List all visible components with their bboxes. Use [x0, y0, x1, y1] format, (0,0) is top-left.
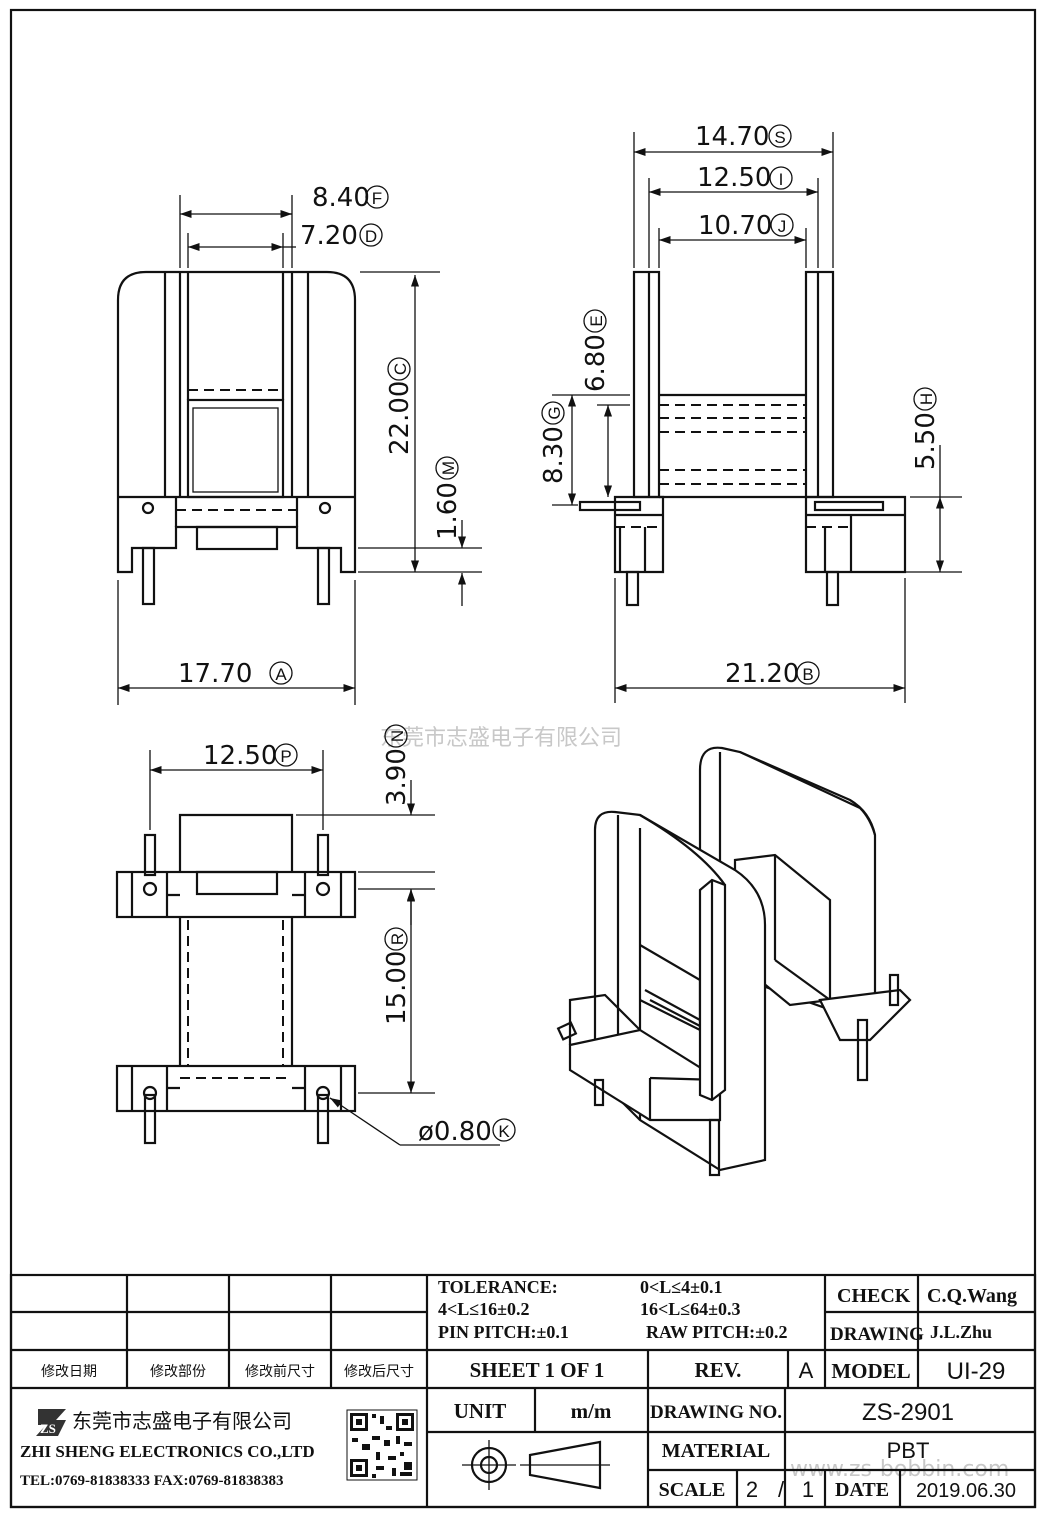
- dim-r-badge: [384, 927, 408, 951]
- company-name-en: ZHI SHENG ELECTRONICS CO.,LTD: [20, 1442, 315, 1461]
- rev-col-after: 修改后尺寸: [344, 1363, 414, 1379]
- company-logo-mark: ZS: [40, 1421, 56, 1436]
- dim-p-value: 12.50: [203, 741, 277, 771]
- dim-h-badge: [913, 387, 937, 411]
- dim-c-value: 22.00: [385, 381, 415, 455]
- rev-value: A: [799, 1358, 814, 1383]
- dim-c-tag: C: [391, 363, 410, 375]
- drawing-no-value: ZS-2901: [862, 1399, 954, 1426]
- dim-i-tag: I: [779, 170, 784, 189]
- front-view: [116, 195, 482, 705]
- tolerance-range-1: 0<L≤4±0.1: [640, 1277, 723, 1297]
- date-value: 2019.06.30: [916, 1480, 1016, 1502]
- dim-p-tag: P: [280, 747, 291, 766]
- dim-n-value: 3.90: [382, 748, 412, 806]
- tolerance-range-3: 16<L≤64±0.3: [640, 1299, 741, 1319]
- dim-b-badge: [796, 661, 820, 685]
- dim-j-tag: J: [778, 217, 787, 236]
- qr-code-icon: [346, 1409, 418, 1481]
- side-view: [552, 132, 962, 703]
- dim-m-value: 1.60: [433, 482, 463, 540]
- dim-i-value: 12.50: [697, 163, 771, 193]
- dim-b-tag: B: [802, 665, 813, 684]
- dim-f-badge: [365, 185, 389, 209]
- unit-label: UNIT: [454, 1399, 507, 1423]
- model-label: MODEL: [831, 1359, 910, 1383]
- dim-m-tag: M: [439, 461, 458, 475]
- check-value: C.Q.Wang: [927, 1285, 1017, 1307]
- dim-a-value: 17.70: [178, 659, 252, 689]
- dim-g-badge: [541, 401, 565, 425]
- tolerance-label: TOLERANCE:: [438, 1277, 558, 1297]
- material-value: PBT: [887, 1438, 930, 1463]
- tolerance-range-2: 4<L≤16±0.2: [438, 1299, 530, 1319]
- date-label: DATE: [835, 1479, 889, 1501]
- dim-j-value: 10.70: [698, 211, 772, 241]
- scale-numerator: 2: [746, 1477, 758, 1502]
- dim-k-badge: [492, 1118, 516, 1142]
- dim-d-tag: D: [365, 227, 377, 246]
- rev-col-date: 修改日期: [41, 1363, 97, 1379]
- sheet-info: SHEET 1 OF 1: [470, 1358, 605, 1382]
- dim-b-value: 21.20: [725, 659, 799, 689]
- dim-s-tag: S: [774, 128, 785, 147]
- dim-f-tag: F: [372, 189, 382, 208]
- scale-denominator: 1: [802, 1477, 814, 1502]
- dim-e-badge: [583, 309, 607, 333]
- rev-col-part: 修改部份: [150, 1363, 206, 1379]
- drawing-value: J.L.Zhu: [930, 1322, 992, 1342]
- dim-e-value: 6.80: [581, 334, 611, 392]
- material-label: MATERIAL: [662, 1440, 771, 1462]
- dim-e-tag: E: [587, 315, 606, 326]
- dim-f-value: 8.40: [312, 183, 370, 213]
- rev-col-before: 修改前尺寸: [245, 1363, 315, 1379]
- scale-label: SCALE: [659, 1479, 726, 1501]
- dim-h-value: 5.50: [911, 412, 941, 470]
- company-logo-icon: [36, 1409, 66, 1436]
- pin-pitch-tolerance: PIN PITCH:±0.1: [438, 1322, 569, 1342]
- dim-r-tag: R: [388, 933, 407, 945]
- dim-d-badge: [359, 223, 383, 247]
- dim-s-value: 14.70: [695, 122, 769, 152]
- dim-m-badge: [435, 456, 459, 480]
- watermark-company: 东莞市志盛电子有限公司: [380, 726, 622, 751]
- title-block: ZS: [9, 1273, 1037, 1509]
- dim-a-tag: A: [275, 665, 287, 684]
- dim-k-value: ø0.80: [418, 1117, 492, 1147]
- isometric-view: [556, 746, 912, 1177]
- dim-g-value: 8.30: [539, 426, 569, 484]
- dim-a-badge: [269, 661, 293, 685]
- dim-c-badge: [387, 357, 411, 381]
- dim-p-badge: [274, 743, 298, 767]
- bottom-view: [115, 750, 500, 1146]
- dim-i-badge: [769, 166, 793, 190]
- rev-label: REV.: [695, 1358, 742, 1382]
- raw-pitch-tolerance: RAW PITCH:±0.2: [646, 1322, 788, 1342]
- drawing-no-label: DRAWING NO.: [650, 1402, 782, 1423]
- unit-value: m/m: [571, 1399, 612, 1423]
- dim-h-tag: H: [917, 393, 936, 405]
- company-name-cn: 东莞市志盛电子有限公司: [72, 1410, 292, 1433]
- dim-d-value: 7.20: [300, 221, 358, 251]
- company-contact: TEL:0769-81838333 FAX:0769-81838383: [20, 1473, 283, 1489]
- scale-separator: /: [778, 1477, 785, 1502]
- dim-s-badge: [768, 124, 792, 148]
- dim-g-tag: G: [545, 406, 564, 419]
- model-value: UI-29: [947, 1358, 1006, 1385]
- drawing-label: DRAWING: [830, 1324, 924, 1345]
- dim-n-tag: N: [388, 730, 407, 742]
- dim-j-badge: [770, 213, 794, 237]
- dim-n-badge: [384, 724, 408, 748]
- check-label: CHECK: [837, 1285, 911, 1307]
- dim-k-tag: K: [498, 1122, 510, 1141]
- dim-r-value: 15.00: [382, 951, 412, 1025]
